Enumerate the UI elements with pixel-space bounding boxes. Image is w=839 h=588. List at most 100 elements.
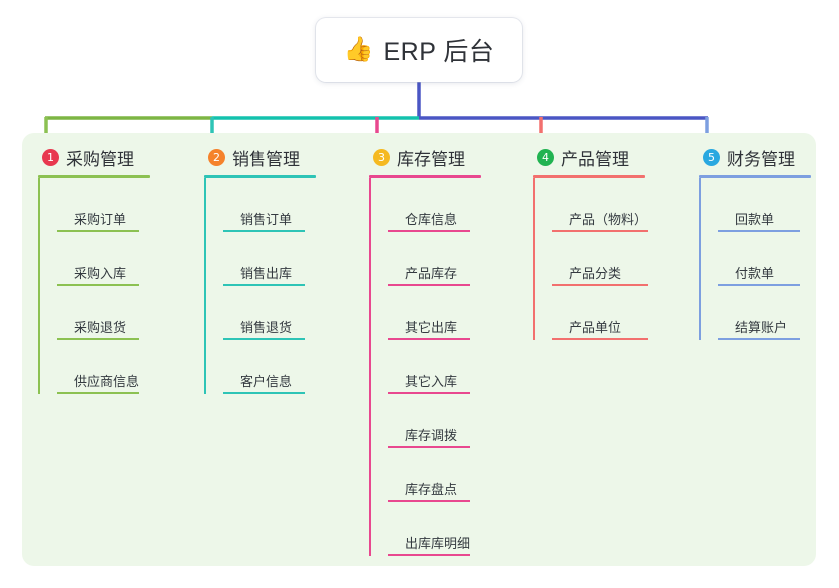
branch-underline bbox=[533, 175, 645, 178]
branch-number-badge: 4 bbox=[537, 148, 554, 166]
leaf-item-underline bbox=[718, 284, 800, 286]
branch-column-5: 5 财务管理回款单付款单结算账户 bbox=[699, 144, 829, 340]
branch-title: 库存管理 bbox=[397, 149, 465, 169]
diagram-canvas bbox=[22, 133, 816, 566]
leaf-item-label: 销售订单 bbox=[240, 212, 293, 227]
leaf-item-label: 出库库明细 bbox=[405, 536, 471, 551]
leaf-item[interactable]: 付款单 bbox=[718, 232, 829, 286]
branch-column-3: 3 库存管理仓库信息产品库存其它出库其它入库库存调拨库存盘点出库库明细 bbox=[369, 144, 519, 556]
leaf-item[interactable]: 出库库明细 bbox=[388, 502, 519, 556]
leaf-item-label: 产品单位 bbox=[569, 320, 622, 335]
branch-number-badge: 3 bbox=[373, 148, 390, 166]
branch-header-3[interactable]: 3 库存管理 bbox=[369, 144, 519, 170]
leaf-item-label: 采购入库 bbox=[74, 266, 127, 281]
branch-title: 采购管理 bbox=[66, 149, 134, 169]
leaf-item-underline bbox=[223, 392, 305, 394]
leaf-item-label: 采购退货 bbox=[74, 320, 127, 335]
leaf-item[interactable]: 回款单 bbox=[718, 178, 829, 232]
leaf-item-underline bbox=[57, 230, 139, 232]
leaf-item-underline bbox=[552, 338, 648, 340]
leaf-item[interactable]: 销售出库 bbox=[223, 232, 354, 286]
leaf-item[interactable]: 采购订单 bbox=[57, 178, 188, 232]
leaf-item-underline bbox=[388, 500, 470, 502]
leaf-item[interactable]: 供应商信息 bbox=[57, 340, 188, 394]
branch-items: 产品（物料） 产品分类产品单位 bbox=[533, 178, 683, 340]
leaf-item[interactable]: 产品（物料） bbox=[552, 178, 683, 232]
branch-header-4[interactable]: 4 产品管理 bbox=[533, 144, 683, 170]
leaf-item-label: 结算账户 bbox=[735, 320, 788, 335]
leaf-item-label: 客户信息 bbox=[240, 374, 293, 389]
branch-spine bbox=[699, 178, 701, 340]
branch-underline bbox=[204, 175, 316, 178]
leaf-item[interactable]: 销售订单 bbox=[223, 178, 354, 232]
leaf-item[interactable]: 其它入库 bbox=[388, 340, 519, 394]
leaf-item[interactable]: 采购退货 bbox=[57, 286, 188, 340]
leaf-item-label: 其它入库 bbox=[405, 374, 458, 389]
branch-underline bbox=[369, 175, 481, 178]
leaf-item-underline bbox=[388, 554, 470, 556]
branch-spine bbox=[369, 178, 371, 556]
thumbs-up-emoji: 👍 bbox=[343, 36, 374, 63]
branch-number-badge: 2 bbox=[208, 148, 225, 166]
leaf-item-label: 供应商信息 bbox=[74, 374, 140, 389]
leaf-item-label: 库存盘点 bbox=[405, 482, 458, 497]
root-title: ERP 后台 bbox=[383, 38, 495, 66]
branch-title: 财务管理 bbox=[727, 149, 795, 169]
leaf-item-underline bbox=[388, 392, 470, 394]
leaf-item[interactable]: 其它出库 bbox=[388, 286, 519, 340]
leaf-item-label: 采购订单 bbox=[74, 212, 127, 227]
leaf-item[interactable]: 仓库信息 bbox=[388, 178, 519, 232]
branch-underline bbox=[699, 175, 811, 178]
branch-items: 回款单付款单结算账户 bbox=[699, 178, 829, 340]
branch-spine bbox=[204, 178, 206, 394]
branch-spine bbox=[533, 178, 535, 340]
leaf-item-label: 仓库信息 bbox=[405, 212, 458, 227]
leaf-item[interactable]: 产品分类 bbox=[552, 232, 683, 286]
leaf-item-label: 回款单 bbox=[735, 212, 775, 227]
leaf-item-label: 销售退货 bbox=[240, 320, 293, 335]
leaf-item-label: 付款单 bbox=[735, 266, 775, 281]
leaf-item[interactable]: 库存盘点 bbox=[388, 448, 519, 502]
branch-header-5[interactable]: 5 财务管理 bbox=[699, 144, 829, 170]
branch-number-badge: 5 bbox=[703, 148, 720, 166]
leaf-item-underline bbox=[552, 230, 648, 232]
leaf-item-underline bbox=[57, 392, 139, 394]
leaf-item[interactable]: 销售退货 bbox=[223, 286, 354, 340]
leaf-item[interactable]: 采购入库 bbox=[57, 232, 188, 286]
leaf-item-underline bbox=[223, 284, 305, 286]
branch-items: 采购订单采购入库采购退货供应商信息 bbox=[38, 178, 188, 394]
leaf-item-label: 产品分类 bbox=[569, 266, 622, 281]
leaf-item-underline bbox=[552, 284, 648, 286]
leaf-item-underline bbox=[223, 338, 305, 340]
branch-title: 销售管理 bbox=[232, 149, 300, 169]
branch-items: 销售订单销售出库销售退货客户信息 bbox=[204, 178, 354, 394]
branch-title: 产品管理 bbox=[561, 149, 629, 169]
branch-header-2[interactable]: 2 销售管理 bbox=[204, 144, 354, 170]
branch-column-1: 1 采购管理采购订单采购入库采购退货供应商信息 bbox=[38, 144, 188, 394]
branch-header-1[interactable]: 1 采购管理 bbox=[38, 144, 188, 170]
leaf-item-label: 其它出库 bbox=[405, 320, 458, 335]
leaf-item[interactable]: 结算账户 bbox=[718, 286, 829, 340]
leaf-item-underline bbox=[388, 284, 470, 286]
leaf-item[interactable]: 产品库存 bbox=[388, 232, 519, 286]
leaf-item[interactable]: 客户信息 bbox=[223, 340, 354, 394]
leaf-item[interactable]: 产品单位 bbox=[552, 286, 683, 340]
leaf-item-label: 产品库存 bbox=[405, 266, 458, 281]
branch-column-2: 2 销售管理销售订单销售出库销售退货客户信息 bbox=[204, 144, 354, 394]
leaf-item-label: 销售出库 bbox=[240, 266, 293, 281]
leaf-item-label: 产品（物料） bbox=[569, 212, 648, 227]
root-node[interactable]: 👍 ERP 后台 bbox=[316, 18, 522, 82]
leaf-item[interactable]: 库存调拨 bbox=[388, 394, 519, 448]
leaf-item-underline bbox=[57, 338, 139, 340]
branch-column-4: 4 产品管理产品（物料） 产品分类产品单位 bbox=[533, 144, 683, 340]
branch-underline bbox=[38, 175, 150, 178]
branch-spine bbox=[38, 178, 40, 394]
leaf-item-underline bbox=[223, 230, 305, 232]
branch-number-badge: 1 bbox=[42, 148, 59, 166]
leaf-item-underline bbox=[718, 338, 800, 340]
leaf-item-underline bbox=[388, 338, 470, 340]
branch-items: 仓库信息产品库存其它出库其它入库库存调拨库存盘点出库库明细 bbox=[369, 178, 519, 556]
leaf-item-underline bbox=[388, 446, 470, 448]
leaf-item-underline bbox=[718, 230, 800, 232]
leaf-item-label: 库存调拨 bbox=[405, 428, 458, 443]
